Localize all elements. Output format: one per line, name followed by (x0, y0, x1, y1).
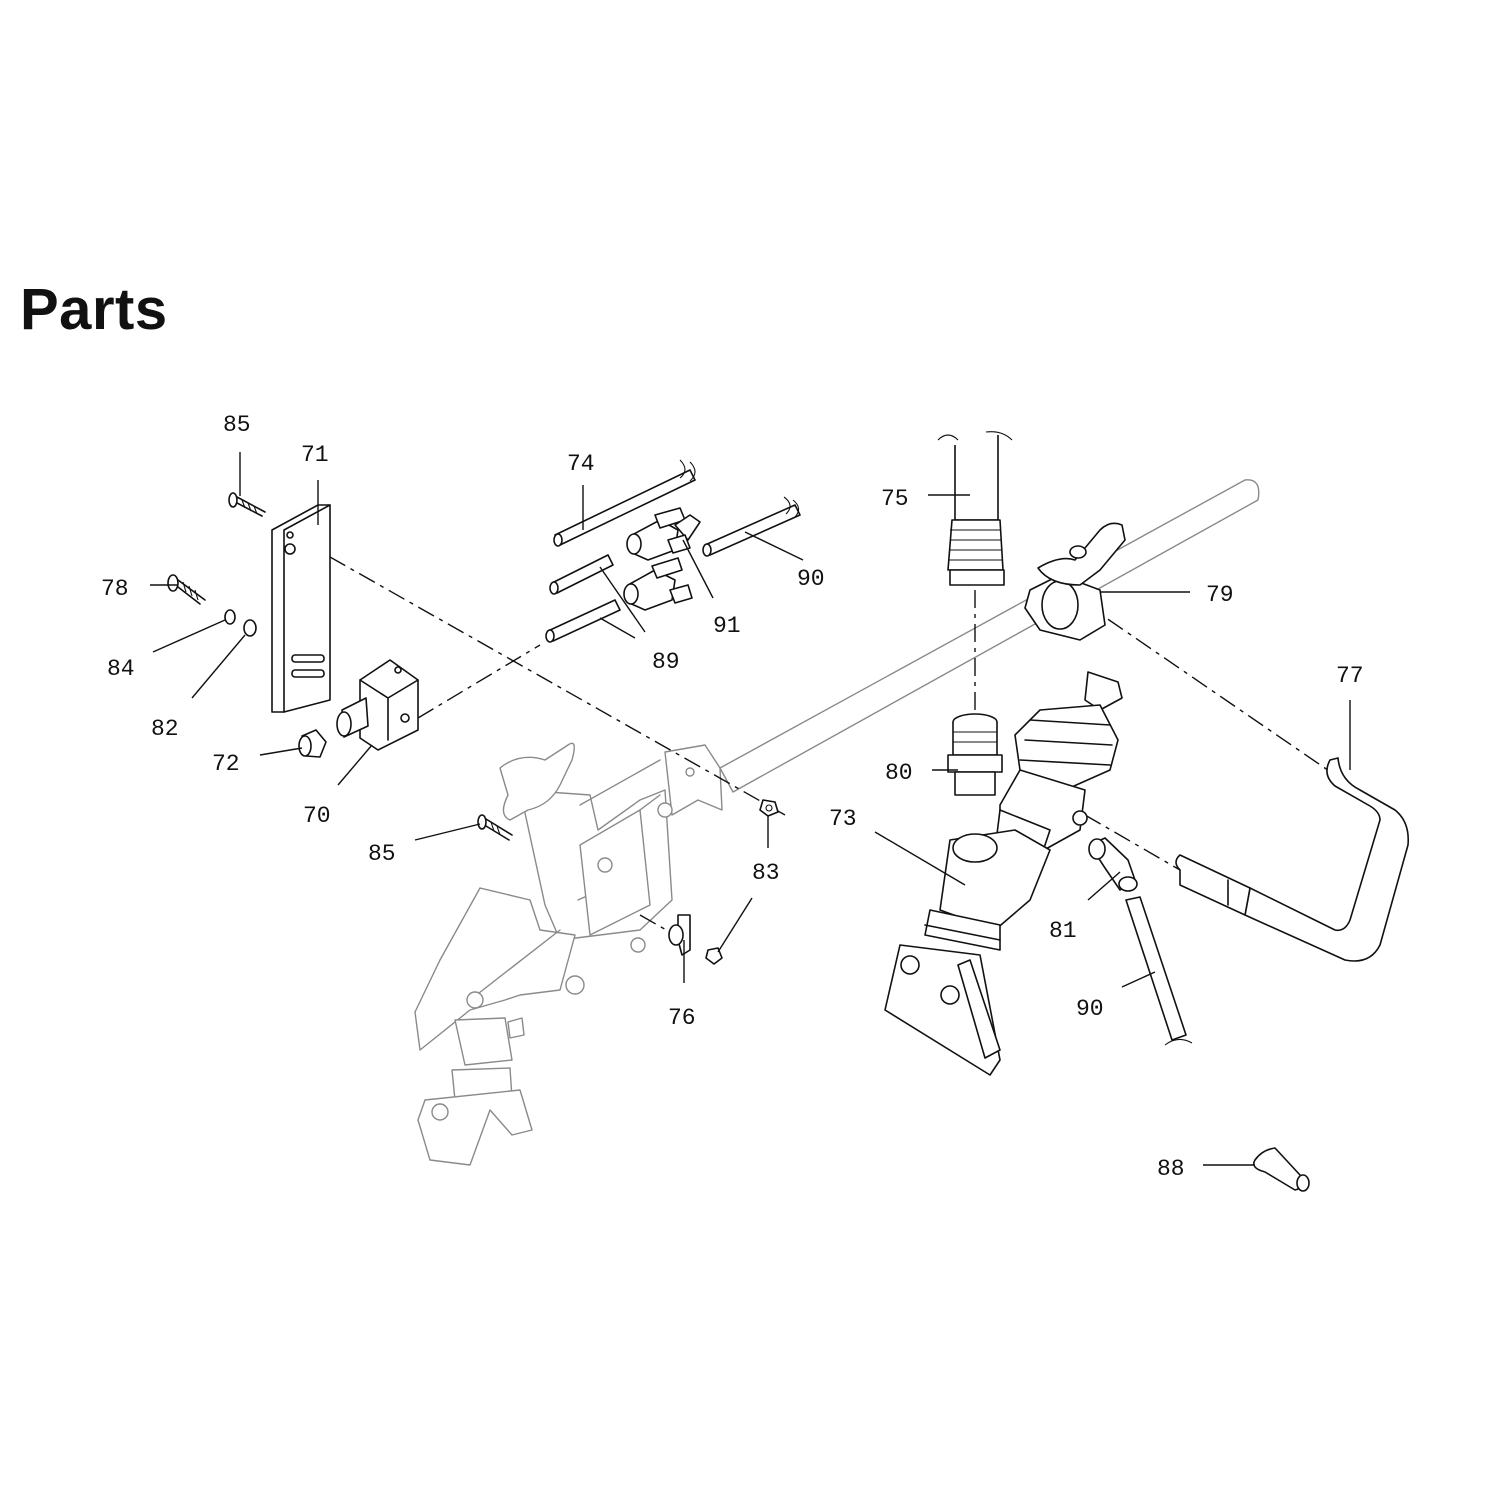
part-80-nipple (947, 713, 1003, 796)
callout-79: 79 (1206, 582, 1234, 608)
callout-84: 84 (107, 656, 135, 682)
callout-85-top: 85 (223, 412, 251, 438)
callout-82: 82 (151, 716, 179, 742)
part-90-tube-lower (1125, 896, 1193, 1046)
callout-83: 83 (752, 860, 780, 886)
callout-90-lower: 90 (1076, 996, 1104, 1022)
callout-80: 80 (885, 760, 913, 786)
part-71-bracket (271, 504, 331, 713)
part-91-valves (623, 507, 701, 611)
callout-76: 76 (668, 1005, 696, 1031)
part-72-plug (298, 729, 327, 758)
part-90-tube-upper (702, 496, 801, 557)
part-81-elbow (1088, 837, 1138, 892)
callout-89: 89 (652, 649, 680, 675)
callout-70: 70 (303, 803, 331, 829)
callout-78: 78 (101, 576, 129, 602)
callout-91: 91 (713, 613, 741, 639)
part-83-nut (759, 799, 779, 817)
part-78-screw (167, 574, 206, 605)
part-79-clamp (1024, 522, 1126, 641)
callout-74: 74 (567, 451, 595, 477)
callout-77: 77 (1336, 663, 1364, 689)
callout-88: 88 (1157, 1156, 1185, 1182)
part-75-hose (937, 431, 1013, 586)
part-85-screw-top (228, 492, 266, 517)
callout-90-upper: 90 (797, 566, 825, 592)
callout-71: 71 (301, 442, 329, 468)
part-73-holder (884, 671, 1123, 1076)
part-82-washer (243, 619, 257, 637)
gun-mount-assembly (414, 479, 1260, 1166)
part-84-washer (224, 609, 236, 625)
part-77-handle (1175, 757, 1410, 962)
callout-85-lower: 85 (368, 841, 396, 867)
page-title: Parts (20, 277, 168, 342)
part-85-screw-lower (477, 814, 513, 841)
callout-72: 72 (212, 751, 240, 777)
callout-81: 81 (1049, 918, 1077, 944)
part-88-guard (1252, 1147, 1310, 1192)
tubes-74-89 (545, 459, 696, 643)
part-76-clip (668, 914, 691, 956)
leader-lines (150, 452, 1351, 1166)
part-70-block (336, 659, 419, 751)
callout-75: 75 (881, 486, 909, 512)
callout-73: 73 (829, 806, 857, 832)
